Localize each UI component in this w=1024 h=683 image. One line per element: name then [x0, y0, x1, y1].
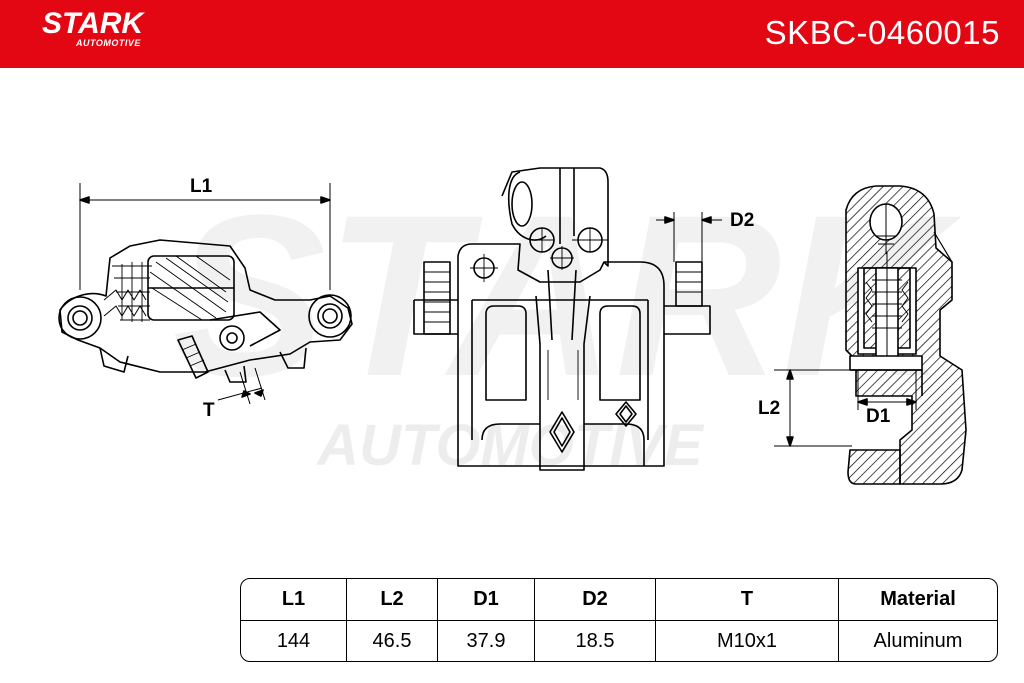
header-bar: STARK AUTOMOTIVE SKBC-0460015 [0, 0, 1024, 68]
spec-header-d1: D1 [437, 579, 535, 621]
spec-header-row: L1 L2 D1 D2 T Material [241, 579, 997, 621]
spec-value-l2: 46.5 [346, 620, 438, 661]
spec-value-d1: 37.9 [437, 620, 535, 661]
dim-label-l2: L2 [758, 398, 781, 419]
spec-value-t: M10x1 [655, 620, 839, 661]
spec-value-d2: 18.5 [534, 620, 656, 661]
spec-value-material: Aluminum [873, 630, 963, 652]
spec-header-t: T [655, 579, 839, 621]
spec-value-l1: 144 [241, 620, 347, 661]
dim-label-l1: L1 [190, 176, 213, 197]
spec-header-l2: L2 [346, 579, 438, 621]
dim-label-t: T [203, 400, 215, 421]
logo-subtitle: AUTOMOTIVE [76, 38, 141, 48]
dim-label-d1: D1 [866, 406, 891, 427]
spec-table: L1 L2 D1 D2 T Material 144 46.5 37.9 18.… [240, 578, 998, 662]
part-number: SKBC-0460015 [764, 14, 1000, 51]
stark-logo: STARK AUTOMOTIVE [42, 7, 144, 49]
spec-header-material: Material [838, 579, 997, 621]
spec-value-row: 144 46.5 37.9 18.5 M10x1 Aluminum [241, 620, 997, 661]
spec-header-l1: L1 [241, 579, 347, 621]
spec-header-d2: D2 [534, 579, 656, 621]
dim-label-d2: D2 [730, 210, 755, 231]
logo-brand: STARK [42, 7, 144, 40]
